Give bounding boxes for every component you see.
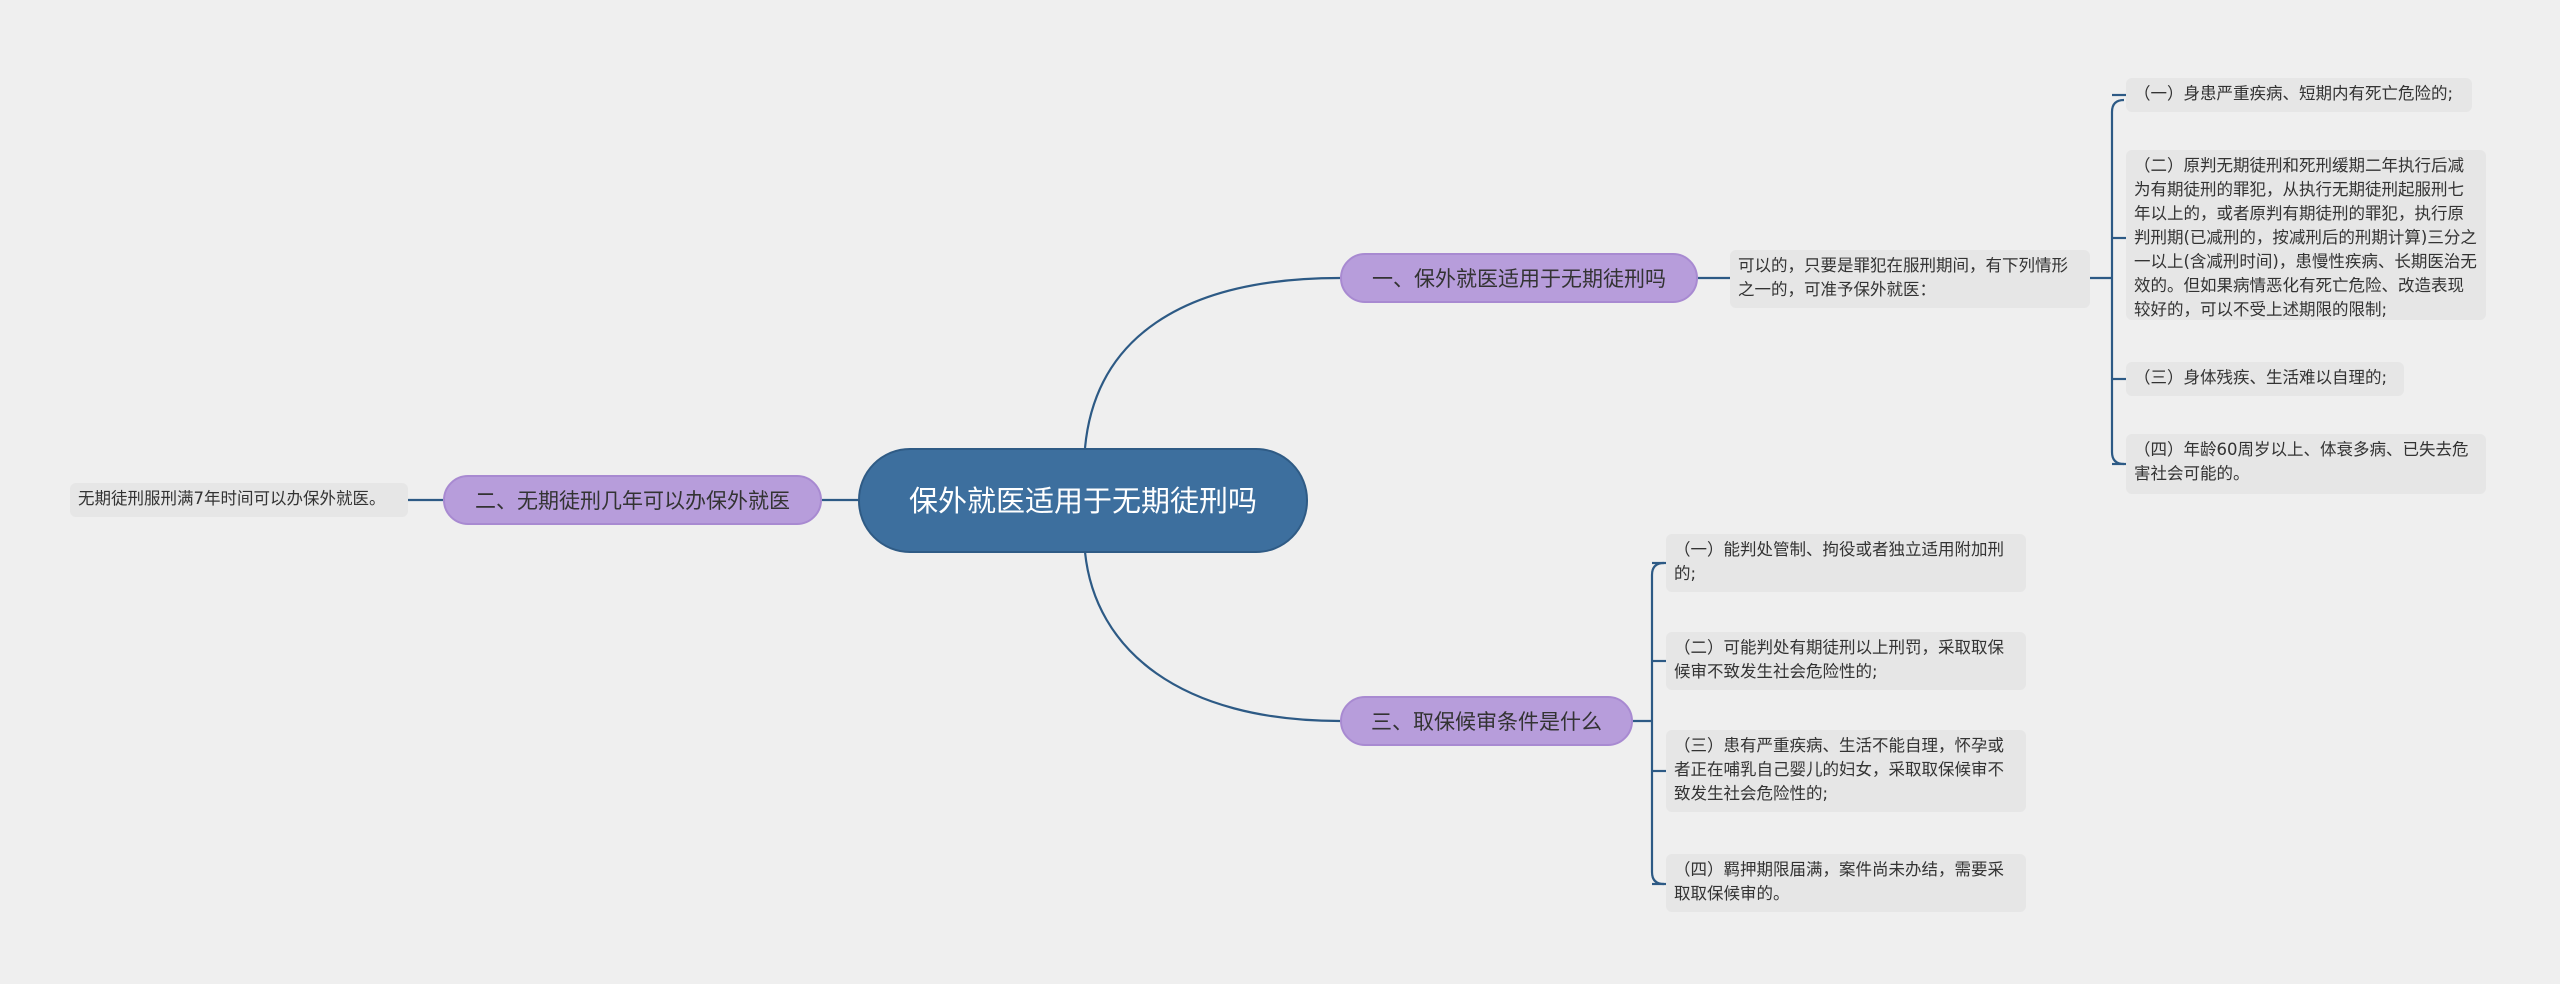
branch3-item-3-text: （三）患有严重疾病、生活不能自理，怀孕或者正在哺乳自己婴儿的妇女，采取取保候审不…: [1674, 736, 2004, 803]
branch-topic-2[interactable]: 二、无期徒刑几年可以办保外就医: [443, 475, 822, 525]
branch2-answer[interactable]: 无期徒刑服刑满7年时间可以办保外就医。: [70, 483, 408, 517]
branch-topic-1[interactable]: 一、保外就医适用于无期徒刑吗: [1340, 253, 1698, 303]
branch1-item-3[interactable]: （三）身体残疾、生活难以自理的;: [2126, 362, 2404, 396]
bracket-branch1: [2110, 98, 2125, 466]
branch3-item-3[interactable]: （三）患有严重疾病、生活不能自理，怀孕或者正在哺乳自己婴儿的妇女，采取取保候审不…: [1666, 730, 2026, 812]
branch1-item-2-text: （二）原判无期徒刑和死刑缓期二年执行后减为有期徒刑的罪犯，从执行无期徒刑起服刑七…: [2134, 156, 2477, 319]
branch3-item-2[interactable]: （二）可能判处有期徒刑以上刑罚，采取取保候审不致发生社会危险性的;: [1666, 632, 2026, 690]
branch3-item-2-text: （二）可能判处有期徒刑以上刑罚，采取取保候审不致发生社会危险性的;: [1674, 638, 2004, 681]
connector-root-branch3: [1083, 551, 1341, 723]
connector-root-branch1: [1083, 276, 1341, 449]
bracket-branch3: [1650, 561, 1665, 886]
branch3-item-1-text: （一）能判处管制、拘役或者独立适用附加刑的;: [1674, 540, 2004, 583]
branch3-item-4-text: （四）羁押期限届满，案件尚未办结，需要采取取保候审的。: [1674, 860, 2004, 903]
branch1-item-3-text: （三）身体残疾、生活难以自理的;: [2134, 368, 2388, 387]
branch1-item-1-text: （一）身患严重疾病、短期内有死亡危险的;: [2134, 84, 2454, 103]
branch-topic-3[interactable]: 三、取保候审条件是什么: [1340, 696, 1633, 746]
branch-topic-3-label: 三、取保候审条件是什么: [1371, 710, 1602, 734]
branch3-item-4[interactable]: （四）羁押期限届满，案件尚未办结，需要采取取保候审的。: [1666, 854, 2026, 912]
branch1-answer-text: 可以的，只要是罪犯在服刑期间，有下列情形之一的，可准予保外就医：: [1738, 256, 2068, 299]
branch2-answer-text: 无期徒刑服刑满7年时间可以办保外就医。: [78, 489, 386, 508]
root-topic-label: 保外就医适用于无期徒刑吗: [908, 483, 1257, 518]
branch-topic-2-label: 二、无期徒刑几年可以办保外就医: [475, 489, 790, 513]
branch1-item-4-text: （四）年龄60周岁以上、体衰多病、已失去危害社会可能的。: [2134, 440, 2469, 483]
branch3-item-1[interactable]: （一）能判处管制、拘役或者独立适用附加刑的;: [1666, 534, 2026, 592]
branch1-item-1[interactable]: （一）身患严重疾病、短期内有死亡危险的;: [2126, 78, 2472, 112]
branch1-item-4[interactable]: （四）年龄60周岁以上、体衰多病、已失去危害社会可能的。: [2126, 434, 2486, 494]
root-topic[interactable]: 保外就医适用于无期徒刑吗: [858, 448, 1308, 553]
branch-topic-1-label: 一、保外就医适用于无期徒刑吗: [1372, 267, 1666, 291]
branch1-answer[interactable]: 可以的，只要是罪犯在服刑期间，有下列情形之一的，可准予保外就医：: [1730, 250, 2090, 308]
branch1-item-2[interactable]: （二）原判无期徒刑和死刑缓期二年执行后减为有期徒刑的罪犯，从执行无期徒刑起服刑七…: [2126, 150, 2486, 320]
